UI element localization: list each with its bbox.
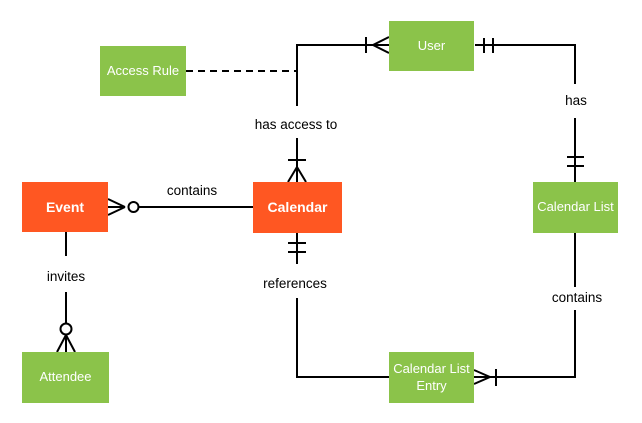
rel-line xyxy=(296,298,389,378)
entity-label: Event xyxy=(45,198,85,215)
entity-event[interactable]: Event xyxy=(22,182,108,232)
rel-label-has: has xyxy=(551,93,601,109)
entity-label: Access Rule xyxy=(106,62,180,78)
double-bar-one-icon xyxy=(567,156,584,167)
rel-label-invites: invites xyxy=(31,269,101,285)
ring-zero-icon xyxy=(59,322,73,336)
rel-calendar-list-contains-entry xyxy=(473,233,576,386)
ring-zero-icon xyxy=(127,201,140,213)
rel-label-contains-event-calendar: contains xyxy=(152,183,232,199)
entity-label: User xyxy=(417,37,446,53)
entity-calendar-list[interactable]: Calendar List xyxy=(533,182,618,233)
rel-label-contains-calendar-list: contains xyxy=(537,290,617,306)
entity-label: Calendar xyxy=(267,199,328,216)
double-bar-one-icon xyxy=(483,38,494,53)
double-bar-one-icon xyxy=(288,242,306,253)
entity-access-rule[interactable]: Access Rule xyxy=(100,46,186,96)
rel-event-contains-calendar xyxy=(107,198,253,216)
crowfoot-many-icon xyxy=(107,198,126,216)
rel-calendar-has-access-to-user xyxy=(287,36,390,183)
entity-user[interactable]: User xyxy=(389,21,474,71)
crowfoot-many-icon xyxy=(56,334,76,353)
crowfoot-many-icon xyxy=(372,36,390,54)
rel-line xyxy=(474,310,576,378)
entity-label: Attendee xyxy=(39,369,92,385)
rel-label-references: references xyxy=(250,276,340,292)
crowfoot-many-icon xyxy=(473,369,491,385)
rel-label-has-access-to: has access to xyxy=(249,117,343,133)
entity-attendee[interactable]: Attendee xyxy=(22,352,109,403)
rel-line xyxy=(475,44,576,84)
rel-calendar-references-entry xyxy=(288,233,389,378)
rel-event-invites-attendee xyxy=(56,232,76,353)
rel-line xyxy=(296,44,389,106)
entity-label: Calendar List xyxy=(537,199,614,215)
crowfoot-many-icon xyxy=(287,166,307,183)
entity-label: Calendar List Entry xyxy=(393,360,470,393)
entity-calendar[interactable]: Calendar xyxy=(253,182,342,233)
rel-user-has-calendar-list xyxy=(475,38,584,182)
entity-calendar-list-entry[interactable]: Calendar List Entry xyxy=(389,352,474,403)
